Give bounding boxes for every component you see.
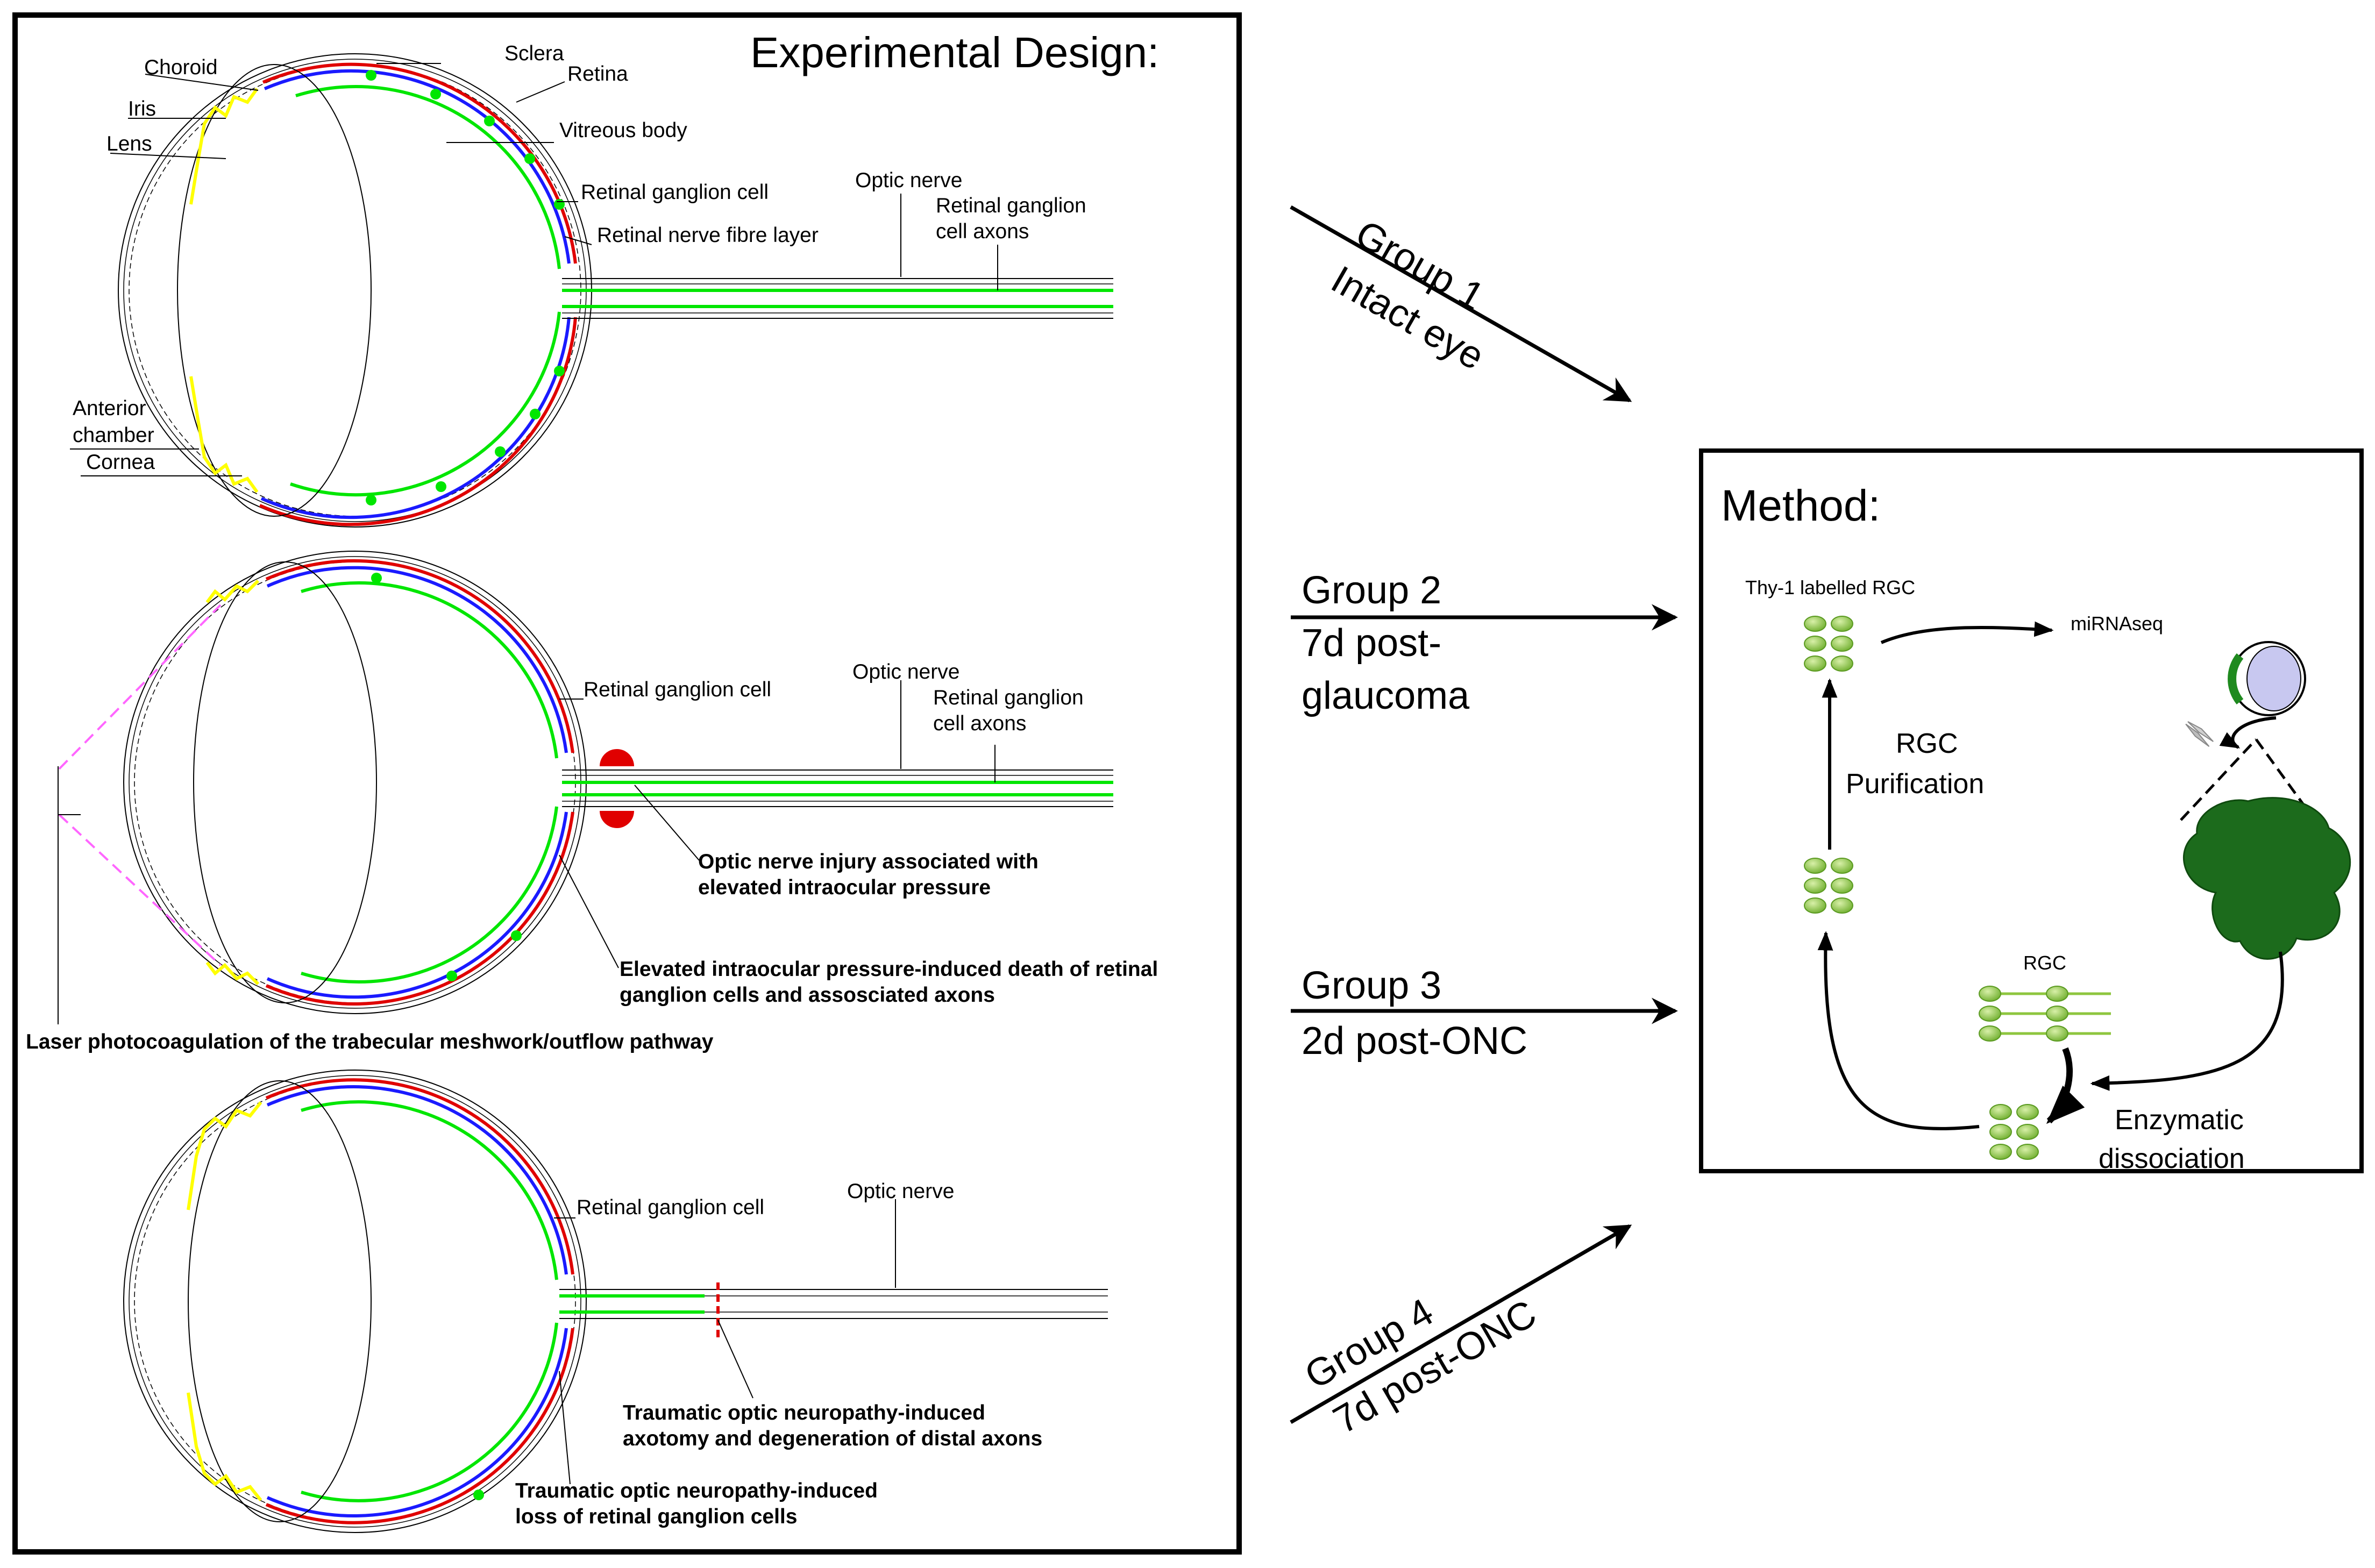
group-3-arrow: Group 3 2d post-ONC bbox=[1291, 964, 1678, 1063]
eye2-label-death-1: Elevated intraocular pressure-induced de… bbox=[620, 958, 1158, 981]
eye-intact: Choroid Sclera Retina Iris Lens Vitreous… bbox=[70, 42, 1113, 528]
eye1-label-anterior-1: Anterior bbox=[73, 397, 146, 420]
eye-onc: Retinal ganglion cell Optic nerve Trauma… bbox=[123, 1070, 1108, 1533]
group-3-sub: 2d post-ONC bbox=[1302, 1020, 1527, 1063]
cluster-dissociated-cells-bottom bbox=[1989, 1104, 2039, 1160]
eye1-label-vitreous: Vitreous body bbox=[559, 119, 687, 142]
arrow-to-cell-sort bbox=[1817, 931, 1980, 1130]
method-arrows bbox=[1817, 621, 2284, 1130]
cluster-dissociated-cells-left bbox=[1804, 858, 1853, 914]
eye1-choroid-blue bbox=[264, 69, 571, 264]
eye2-label-injury-1: Optic nerve injury associated with bbox=[698, 850, 1039, 873]
eye-glaucoma: Retinal ganglion cell Optic nerve Retina… bbox=[26, 551, 1158, 1053]
eye1-label-iris: Iris bbox=[128, 97, 156, 120]
eye2-label-injury-2: elevated intraocular pressure bbox=[698, 876, 991, 899]
method-label-mirnaseq: miRNAseq bbox=[2071, 612, 2163, 635]
eye1-label-rgc: Retinal ganglion cell bbox=[581, 181, 769, 204]
arrow-to-mirnaseq bbox=[1880, 621, 2054, 644]
method-label-enzymatic-2: dissociation bbox=[2099, 1143, 2245, 1174]
eye1-label-axons-2: cell axons bbox=[936, 220, 1029, 243]
eye3-label-traumatic-1: Traumatic optic neuropathy-induced bbox=[623, 1401, 985, 1424]
flatmount-retina bbox=[2183, 797, 2351, 960]
eye1-label-optic-nerve: Optic nerve bbox=[855, 169, 962, 192]
method-label-thy1: Thy-1 labelled RGC bbox=[1745, 576, 1915, 598]
eye3-label-loss-1: Traumatic optic neuropathy-induced bbox=[515, 1479, 878, 1502]
arrow-rgc-to-dissociated bbox=[2046, 1047, 2085, 1124]
eye1-lens bbox=[177, 64, 372, 517]
eye1-iris bbox=[189, 88, 259, 205]
eye-globe-icon bbox=[2228, 641, 2306, 716]
method-label-rgc: RGC bbox=[2023, 952, 2066, 974]
group-4-arrow: Group 4 7d post-ONC bbox=[1290, 1224, 1632, 1442]
method-label-purification-2: Purification bbox=[1846, 768, 1984, 800]
eye2-label-death-2: ganglion cells and assosciated axons bbox=[620, 983, 995, 1007]
eye1-label-sclera: Sclera bbox=[504, 42, 564, 65]
eye3-label-rgc: Retinal ganglion cell bbox=[577, 1196, 764, 1219]
eye1-retina-green bbox=[295, 85, 561, 269]
eye3-label-optic-nerve: Optic nerve bbox=[847, 1180, 954, 1203]
experimental-design-frame bbox=[12, 12, 1242, 1555]
eye1-label-cornea: Cornea bbox=[86, 451, 155, 474]
eye1-label-retina: Retina bbox=[567, 62, 628, 85]
eye2-injury-marker-bottom bbox=[600, 811, 634, 828]
group-2-arrow: Group 2 7d post- glaucoma bbox=[1291, 569, 1678, 717]
eye1-label-anterior-2: chamber bbox=[73, 424, 154, 447]
eye3-label-loss-2: loss of retinal ganglion cells bbox=[515, 1505, 797, 1528]
eye1-label-lens: Lens bbox=[106, 132, 152, 155]
experimental-design-title: Experimental Design: bbox=[750, 28, 1159, 76]
method-frame bbox=[1699, 448, 2364, 1173]
eye2-label-optic-nerve: Optic nerve bbox=[852, 660, 959, 683]
eye1-outer-sclera bbox=[118, 53, 592, 528]
eye2-label-laser: Laser photocoagulation of the trabecular… bbox=[26, 1030, 714, 1053]
eye3-label-traumatic-2: axotomy and degeneration of distal axons bbox=[623, 1427, 1042, 1450]
eye1-sclera-red bbox=[262, 62, 577, 264]
group-2-sub-2: glaucoma bbox=[1302, 674, 1470, 717]
scissors-icon bbox=[2185, 721, 2214, 747]
arrow-from-flatmount bbox=[2090, 951, 2284, 1091]
eye2-laser-pathway bbox=[58, 604, 222, 966]
cluster-rgc-with-axons bbox=[1979, 986, 2111, 1042]
eye1-label-rnfl: Retinal nerve fibre layer bbox=[597, 224, 819, 247]
group-1-arrow: Group 1 Intact eye bbox=[1290, 205, 1632, 403]
arrow-to-flatmount bbox=[2219, 716, 2277, 749]
group-3-label: Group 3 bbox=[1302, 964, 1441, 1007]
method-title: Method: bbox=[1721, 481, 1880, 530]
cluster-labelled-rgc bbox=[1804, 616, 1853, 672]
eye2-label-axons-2: cell axons bbox=[933, 712, 1026, 735]
group-2-label: Group 2 bbox=[1302, 569, 1441, 612]
eye1-optic-nerve bbox=[562, 278, 1113, 319]
eye1-label-choroid: Choroid bbox=[144, 56, 218, 79]
method-label-enzymatic-1: Enzymatic bbox=[2115, 1104, 2244, 1136]
eye1-label-axons-1: Retinal ganglion bbox=[936, 194, 1086, 217]
eye2-label-axons-1: Retinal ganglion bbox=[933, 686, 1084, 709]
eye2-label-rgc: Retinal ganglion cell bbox=[584, 678, 771, 701]
method-label-purification-1: RGC bbox=[1896, 728, 1958, 759]
group-2-sub-1: 7d post- bbox=[1302, 622, 1441, 665]
eye2-injury-marker-top bbox=[600, 749, 634, 766]
